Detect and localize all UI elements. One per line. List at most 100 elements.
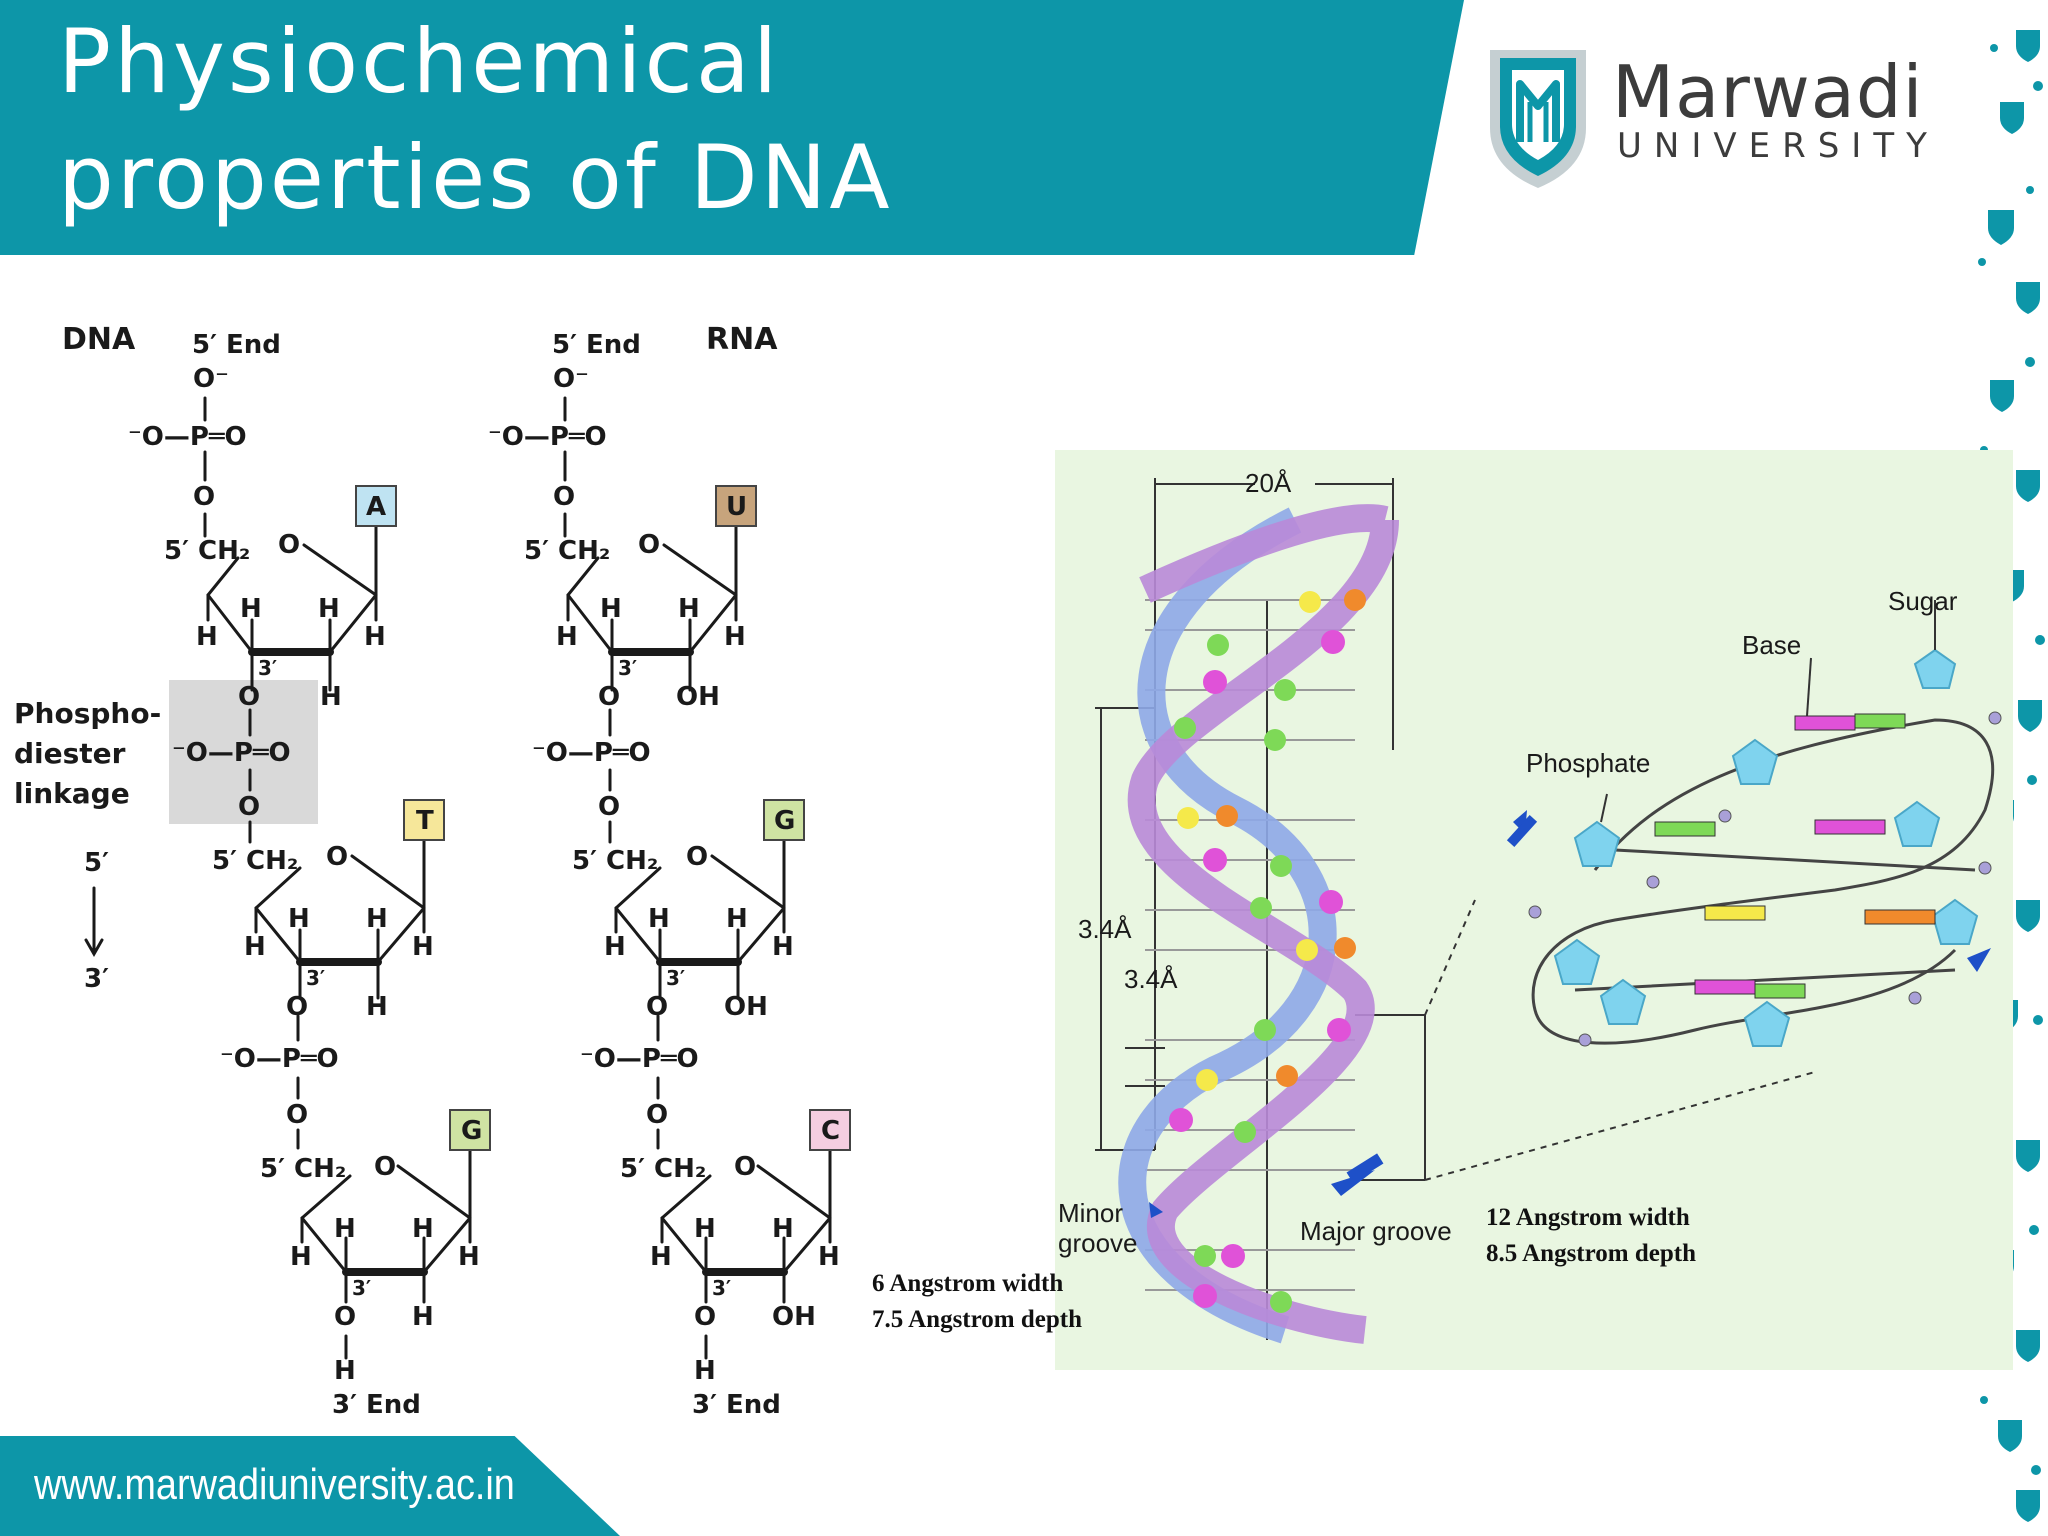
base-box-u (715, 485, 757, 527)
rna-ring2-h2: H (726, 904, 748, 934)
dna-ring2-3prime: 3′ (306, 966, 326, 990)
dna-ring1-h4: H (364, 622, 386, 652)
major-groove-width: 12 Angstrom width (1486, 1204, 1690, 1231)
rna-ring2-oh: OH (724, 992, 768, 1022)
dna-ring1-h2: H (318, 594, 340, 624)
rna-ring1-3prime: 3′ (618, 656, 638, 680)
nucleotide-structure-bonds (84, 396, 851, 1360)
minor-groove-width: 6 Angstrom width (872, 1270, 1064, 1297)
rna-ring1-oh: OH (676, 682, 720, 712)
rna-ring2-h4: H (772, 932, 794, 962)
rna-ring3-3prime: 3′ (712, 1276, 732, 1300)
base-box-g-rna (763, 799, 805, 841)
dna-ring3-h2: H (412, 1214, 434, 1244)
dna-ring1-h5: H (320, 682, 342, 712)
major-groove-label: Major groove (1300, 1216, 1452, 1246)
dna-ring2-h4: H (412, 932, 434, 962)
footer-url-link[interactable]: www.marwadiuniversity.ac.in (34, 1460, 515, 1509)
linkage-label: Phospho- diester linkage (14, 694, 161, 814)
dna-ring3-h5: H (412, 1302, 434, 1332)
dna-ring2-h3: H (244, 932, 266, 962)
rna-ring3-h4: H (818, 1242, 840, 1272)
helix-rise-label-2: 3.4Å (1124, 964, 1178, 994)
helix-rise-label-1: 3.4Å (1078, 914, 1132, 944)
dna-base-t-label: T (416, 806, 434, 836)
rna-ring3-o3: O (694, 1302, 717, 1332)
direction-from: 5′ (84, 848, 109, 878)
direction-to: 3′ (84, 964, 109, 994)
rna-link2-o-top: O (646, 992, 669, 1022)
double-helix-illustration (1095, 478, 2002, 1344)
dna-link1-o-bottom: O (238, 792, 261, 822)
minor-groove-line-2: groove (1058, 1228, 1138, 1258)
university-shield-logo-icon (1490, 50, 1586, 188)
dna-phosphate-1: ⁻O—P═O (128, 422, 247, 452)
rna-link1-o-top: O (598, 682, 621, 712)
rna-ring3-h-terminal: H (694, 1356, 716, 1386)
dna-ring2-h5: H (366, 992, 388, 1022)
dna-ring1-h1: H (240, 594, 262, 624)
dna-ring1-3prime: 3′ (258, 656, 278, 680)
rna-ring1-h1: H (600, 594, 622, 624)
rna-ring2-h3: H (604, 932, 626, 962)
dna-five-end: 5′ End (192, 330, 281, 360)
dna-ring2-h1: H (288, 904, 310, 934)
rna-base-c-label: C (821, 1116, 841, 1146)
rna-phosphate-2: ⁻O—P═O (532, 738, 651, 768)
rna-phosphate-3: ⁻O—P═O (580, 1044, 699, 1074)
base-label: Base (1742, 630, 1802, 660)
minor-groove-label: Minor groove (1058, 1198, 1138, 1258)
dna-link2-o-bottom: O (286, 1100, 309, 1130)
dna-base-a-label: A (366, 492, 387, 522)
dna-ring1-o5: O (193, 482, 216, 512)
minor-groove-line-1: Minor (1058, 1198, 1124, 1228)
rna-ring1-o: O (638, 530, 661, 560)
rna-ring2-h1: H (648, 904, 670, 934)
dna-phosphate-2: ⁻O—P═O (172, 738, 291, 768)
dna-ring2-ch2: 5′ CH₂ (212, 846, 299, 876)
dna-ring3-h1: H (334, 1214, 356, 1244)
rna-ring1-o5: O (553, 482, 576, 512)
rna-ring1-ch2: 5′ CH₂ (524, 536, 611, 566)
base-box-c (809, 1109, 851, 1151)
rna-ring1-h4: H (724, 622, 746, 652)
dna-ring3-o: O (374, 1152, 397, 1182)
rna-five-end: 5′ End (552, 330, 641, 360)
minor-groove-depth: 7.5 Angstrom depth (872, 1306, 1082, 1333)
rna-base-g-label: G (774, 806, 796, 836)
linkage-line-1: Phospho- (14, 697, 162, 730)
title-banner (0, 0, 1464, 255)
dna-ring1-ch2: 5′ CH₂ (164, 536, 251, 566)
base-box-t (403, 799, 445, 841)
dna-link2-o-top: O (286, 992, 309, 1022)
major-groove-depth: 8.5 Angstrom depth (1486, 1240, 1696, 1267)
rna-ring3-oh: OH (772, 1302, 816, 1332)
dna-three-end: 3′ End (332, 1390, 421, 1420)
dna-ring3-h-terminal: H (334, 1356, 356, 1386)
base-box-g (449, 1109, 491, 1151)
dna-ring3-h3: H (290, 1242, 312, 1272)
footer-bar (0, 1436, 620, 1536)
rna-ring2-ch2: 5′ CH₂ (572, 846, 659, 876)
rna-ring3-o: O (734, 1152, 757, 1182)
logo-subtitle: UNIVERSITY (1617, 126, 1939, 166)
rna-ring3-h1: H (694, 1214, 716, 1244)
rna-label: RNA (706, 322, 778, 357)
dna-base-g-label: G (461, 1116, 483, 1146)
dna-phosphate-3: ⁻O—P═O (220, 1044, 339, 1074)
slide-title: Physiochemical properties of DNA (58, 4, 893, 236)
dna-ring1-h3: H (196, 622, 218, 652)
dna-ring1-o: O (278, 530, 301, 560)
helix-width-label: 20Å (1245, 468, 1292, 498)
rna-ring1-h2: H (678, 594, 700, 624)
rna-ring3-ch2: 5′ CH₂ (620, 1154, 707, 1184)
rna-ring1-h3: H (556, 622, 578, 652)
linkage-line-2: diester (14, 737, 126, 770)
rna-o-minus: O⁻ (553, 364, 589, 394)
title-line-2: properties of DNA (58, 126, 893, 229)
rna-ring2-3prime: 3′ (666, 966, 686, 990)
dna-ring2-o: O (326, 842, 349, 872)
title-line-1: Physiochemical (58, 10, 781, 113)
rna-ring2-o: O (686, 842, 709, 872)
sugar-label: Sugar (1888, 586, 1958, 616)
